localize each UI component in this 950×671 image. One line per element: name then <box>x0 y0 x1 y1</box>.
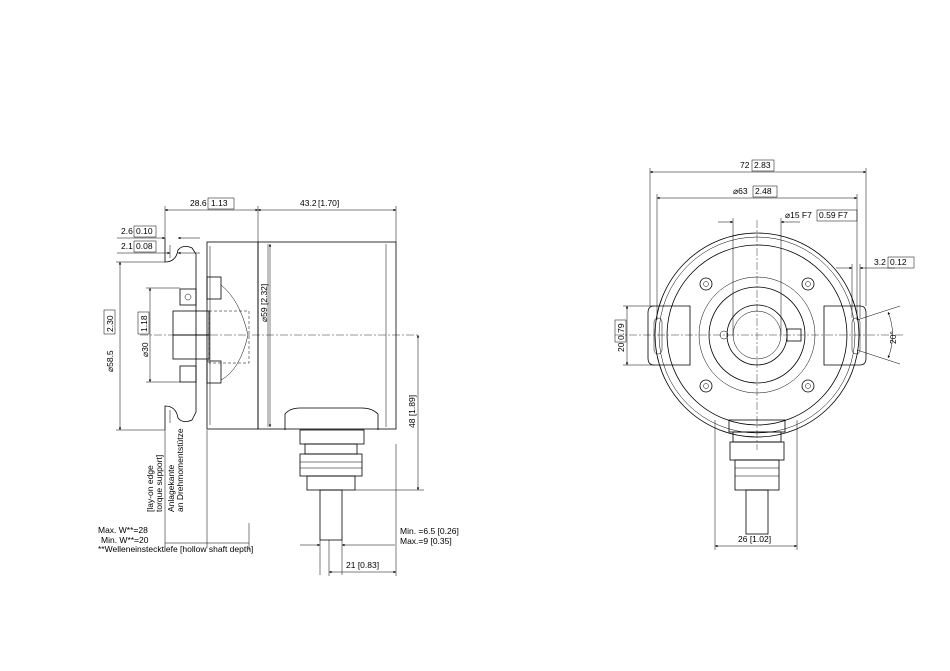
dim-3-2-inch: 0.12 <box>890 257 907 267</box>
note-line-2: torque support] <box>154 455 164 512</box>
dia-30: ⌀30 <box>140 342 150 357</box>
dim-21: 21 [0.83] <box>346 560 379 570</box>
mounting-screws <box>699 277 815 393</box>
dia-59-inch: [2.32] <box>259 284 269 305</box>
dia-59: ⌀59 <box>259 307 269 322</box>
torque-lug-right <box>823 305 867 366</box>
cable-front <box>745 489 769 535</box>
dim-28-6: 28.6 <box>190 198 207 208</box>
dim-20: 20 <box>616 342 626 352</box>
max-w: Max. W**=28 <box>98 525 148 535</box>
dim-48: 48 [1.89] <box>407 395 417 428</box>
torque-support <box>164 238 197 430</box>
side-view: 28.6 1.13 43.2 [1.70] 2.6 0.10 2.1 0.08 … <box>98 197 459 576</box>
min-6-5: Min. =6.5 [0.26] <box>400 526 459 536</box>
dim-26: 26 [1.02] <box>738 534 771 544</box>
dim-43-2-inch: [1.70] <box>318 198 339 208</box>
dim-3-2: 3.2 <box>874 257 886 267</box>
dim-2-6-inch: 0.10 <box>136 226 153 236</box>
dim-2-1: 2.1 <box>121 241 133 251</box>
cable <box>319 489 343 541</box>
note-line-4: an Drehmomentstütze <box>175 428 185 512</box>
max-9: Max.=9 [0.35] <box>400 536 452 546</box>
dia-63: ⌀63 <box>733 186 748 196</box>
note-line-1: [lay-on edge <box>145 465 155 512</box>
housing-body <box>257 241 397 430</box>
dim-72-inch: 2.83 <box>754 160 771 170</box>
dia-15-f7: ⌀15 F7 <box>785 210 812 220</box>
min-w: Min. W**=20 <box>101 535 149 545</box>
dia-30-inch: 1.18 <box>139 315 149 332</box>
connector-base <box>284 407 379 430</box>
dia-15-f7-inch: 0.59 F7 <box>819 210 848 220</box>
front-view: 72 2.83 ⌀63 2.48 ⌀15 F7 0.59 F7 3.2 0.12… <box>614 159 915 550</box>
dim-43-2: 43.2 <box>300 198 317 208</box>
dim-2-1-inch: 0.08 <box>136 241 153 251</box>
clamp-screw-bottom <box>179 365 197 383</box>
angle-20: 20° <box>888 331 898 344</box>
cable-gland <box>299 453 363 477</box>
dim-72: 72 <box>740 160 750 170</box>
dia-58-5: ⌀58.5 <box>105 350 115 372</box>
note-line-3: Anlagekante <box>166 464 176 512</box>
clamp-screw-top <box>179 288 197 306</box>
dim-20-inch: 0.79 <box>616 323 626 340</box>
dia-58-5-inch: 2.30 <box>105 315 115 332</box>
dim-2-6: 2.6 <box>121 226 133 236</box>
dim-28-6-inch: 1.13 <box>211 198 228 208</box>
footnote: **Welleneinstecktiefe [hollow shaft dept… <box>98 544 253 554</box>
hollow-shaft <box>172 310 210 336</box>
dia-63-inch: 2.48 <box>755 186 772 196</box>
flange <box>206 241 259 430</box>
